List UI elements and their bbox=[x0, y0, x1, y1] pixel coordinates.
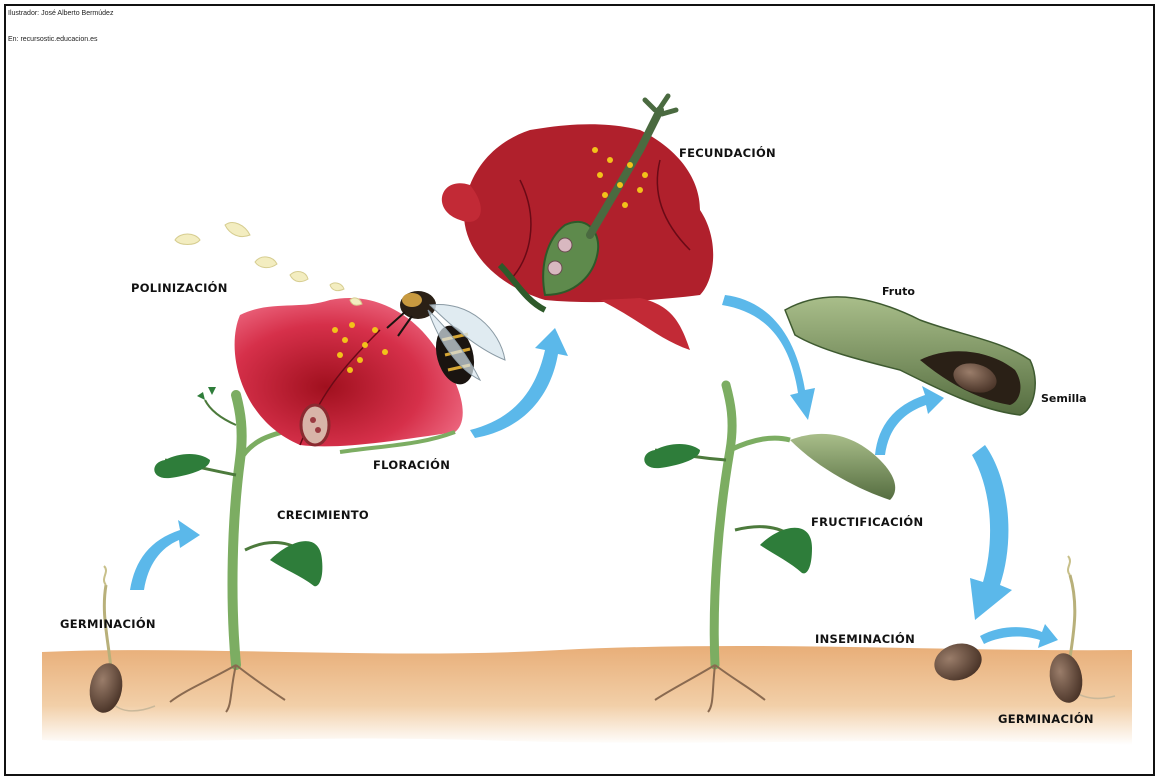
flower-pollination bbox=[175, 223, 505, 452]
arrow-insemination-to-germination bbox=[980, 624, 1058, 648]
label-fruto: Fruto bbox=[882, 285, 915, 298]
label-polinizacion: POLINIZACIÓN bbox=[131, 281, 228, 295]
label-floracion: FLORACIÓN bbox=[373, 458, 450, 472]
label-semilla: Semilla bbox=[1041, 392, 1087, 405]
label-germinacion-left: GERMINACIÓN bbox=[60, 617, 156, 631]
flower-fertilization bbox=[442, 96, 713, 350]
label-fecundacion: FECUNDACIÓN bbox=[679, 146, 776, 160]
arrow-germination-to-growth bbox=[130, 520, 200, 590]
label-crecimiento: CRECIMIENTO bbox=[277, 508, 369, 522]
arrow-fruiting-to-fruit bbox=[875, 386, 944, 455]
opened-fruit-pod bbox=[785, 297, 1035, 415]
label-inseminacion: INSEMINACIÓN bbox=[815, 632, 915, 646]
arrow-fruit-to-insemination bbox=[970, 445, 1012, 620]
label-fructificacion: FRUCTIFICACIÓN bbox=[811, 515, 923, 529]
label-germinacion-right: GERMINACIÓN bbox=[998, 712, 1094, 726]
